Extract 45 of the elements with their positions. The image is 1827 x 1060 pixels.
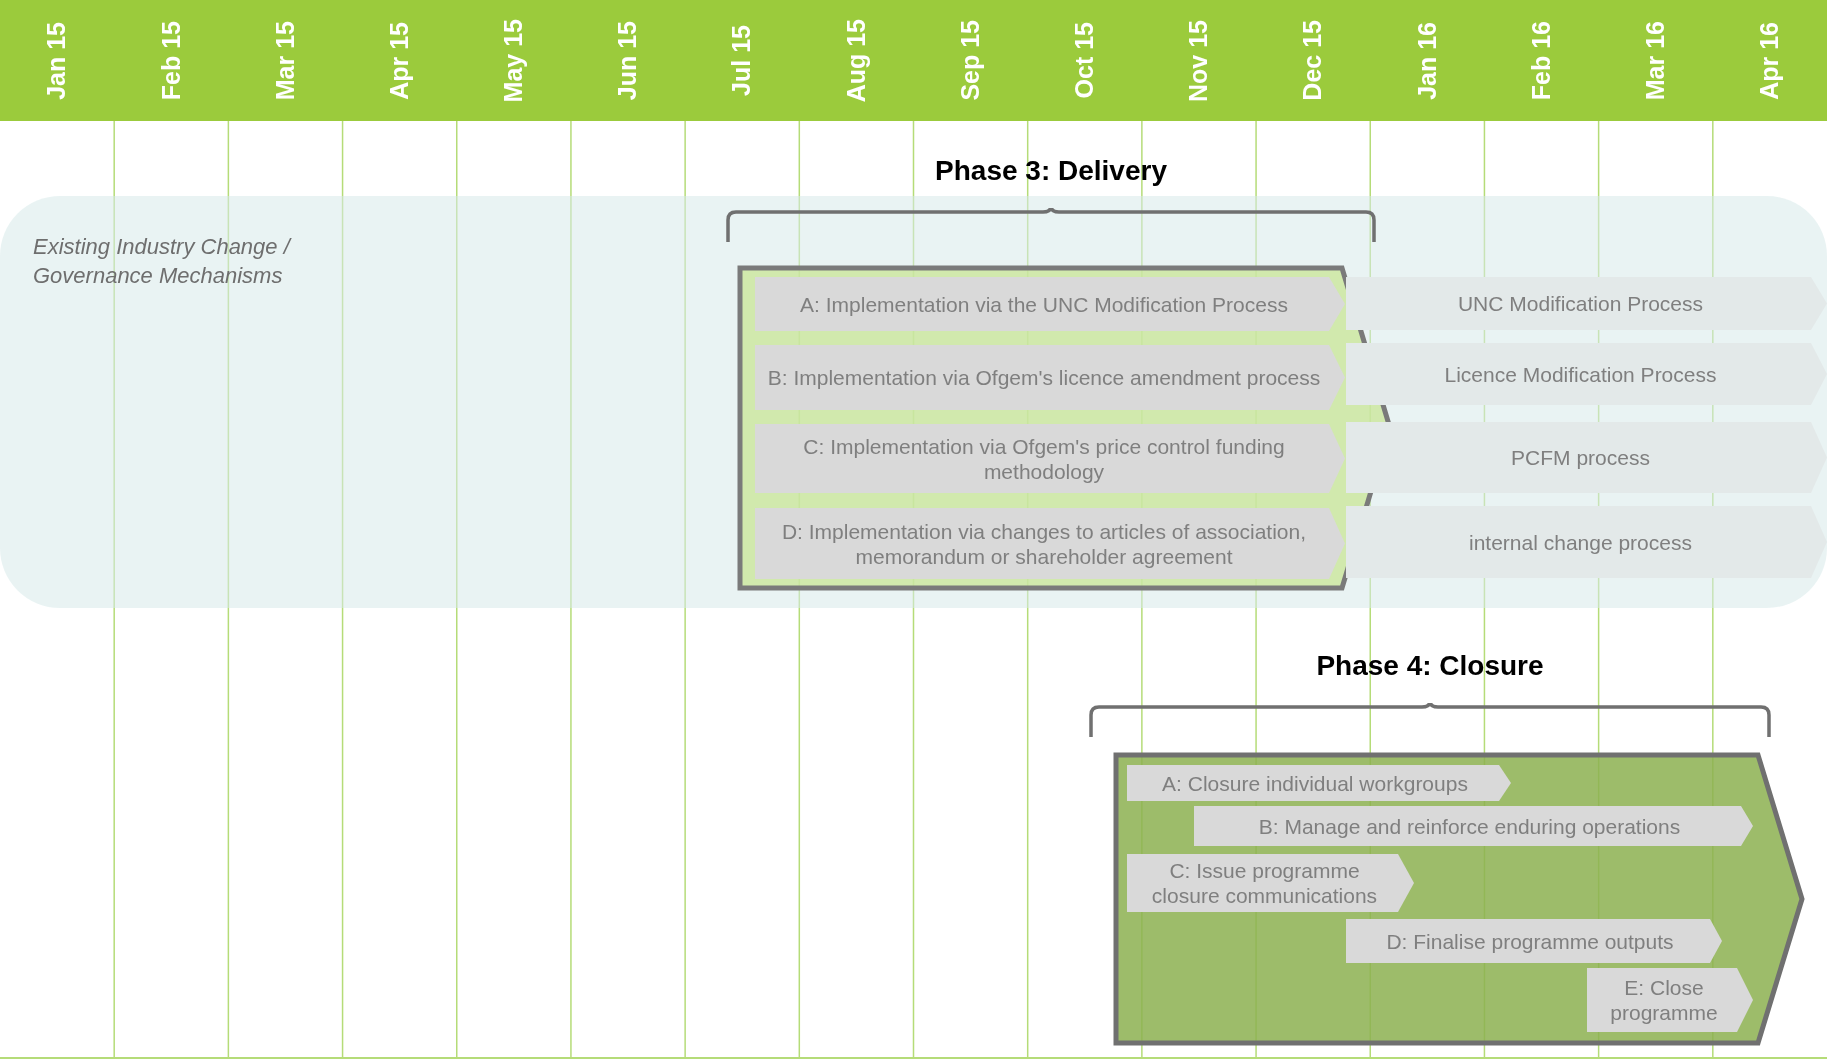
task-label: B: Manage and reinforce enduring operations <box>1258 813 1681 839</box>
task-label: C: Issue programme closure communications <box>1150 858 1379 908</box>
task-bar <box>755 277 1345 331</box>
phase-title: Phase 3: Delivery <box>934 154 1168 188</box>
process-bar <box>1346 422 1827 493</box>
task-bar <box>755 424 1345 493</box>
month-label: Jan 16 <box>1411 21 1442 100</box>
month-label: Nov 15 <box>1183 19 1214 102</box>
task-label: C: Implementation via Ofgem's price control funding methodology <box>802 433 1286 484</box>
task-bar <box>755 345 1345 410</box>
month-label: Mar 15 <box>269 20 300 101</box>
month-label: Feb 16 <box>1525 20 1556 101</box>
month-label: Feb 15 <box>155 20 186 101</box>
task-bar <box>1127 854 1414 912</box>
month-label: Jun 15 <box>612 20 643 101</box>
task-label: E: Close programme <box>1609 975 1719 1025</box>
month-label: Aug 15 <box>840 18 871 103</box>
month-label: Jan 15 <box>41 21 72 100</box>
month-label: Sep 15 <box>954 20 985 101</box>
task-bar <box>755 508 1345 579</box>
task-label: UNC Modification Process <box>1457 291 1704 316</box>
process-bar <box>1346 277 1827 330</box>
task-label: Licence Modification Process <box>1444 361 1717 387</box>
task-label: A: Closure individual workgroups <box>1162 770 1468 796</box>
task-label: B: Implementation via Ofgem's licence amendment process <box>767 365 1321 390</box>
task-label: A: Implementation via the UNC Modification Process <box>800 291 1288 317</box>
process-bar <box>1346 506 1827 578</box>
task-bar <box>1194 806 1753 846</box>
month-label: Apr 15 <box>383 21 414 100</box>
phase-title: Phase 4: Closure <box>1315 649 1545 683</box>
month-label: Oct 15 <box>1069 22 1100 99</box>
process-bar <box>1346 343 1827 405</box>
month-label: May 15 <box>498 18 529 103</box>
month-label: Mar 16 <box>1639 20 1670 101</box>
month-label: Jul 15 <box>726 25 757 96</box>
month-label: Dec 15 <box>1297 20 1328 101</box>
band-label: Existing Industry Change / Governance Mechanisms <box>33 233 293 290</box>
task-label: PCFM process <box>1511 445 1650 470</box>
task-bar <box>1346 919 1722 963</box>
task-label: D: Finalise programme outputs <box>1386 928 1674 954</box>
task-bar <box>1127 765 1511 801</box>
task-bar <box>1587 968 1753 1032</box>
task-label: D: Implementation via changes to articles of association, memorandum or shareholder agreement <box>780 518 1308 569</box>
task-label: internal change process <box>1469 529 1692 555</box>
month-label: Apr 16 <box>1754 21 1785 100</box>
